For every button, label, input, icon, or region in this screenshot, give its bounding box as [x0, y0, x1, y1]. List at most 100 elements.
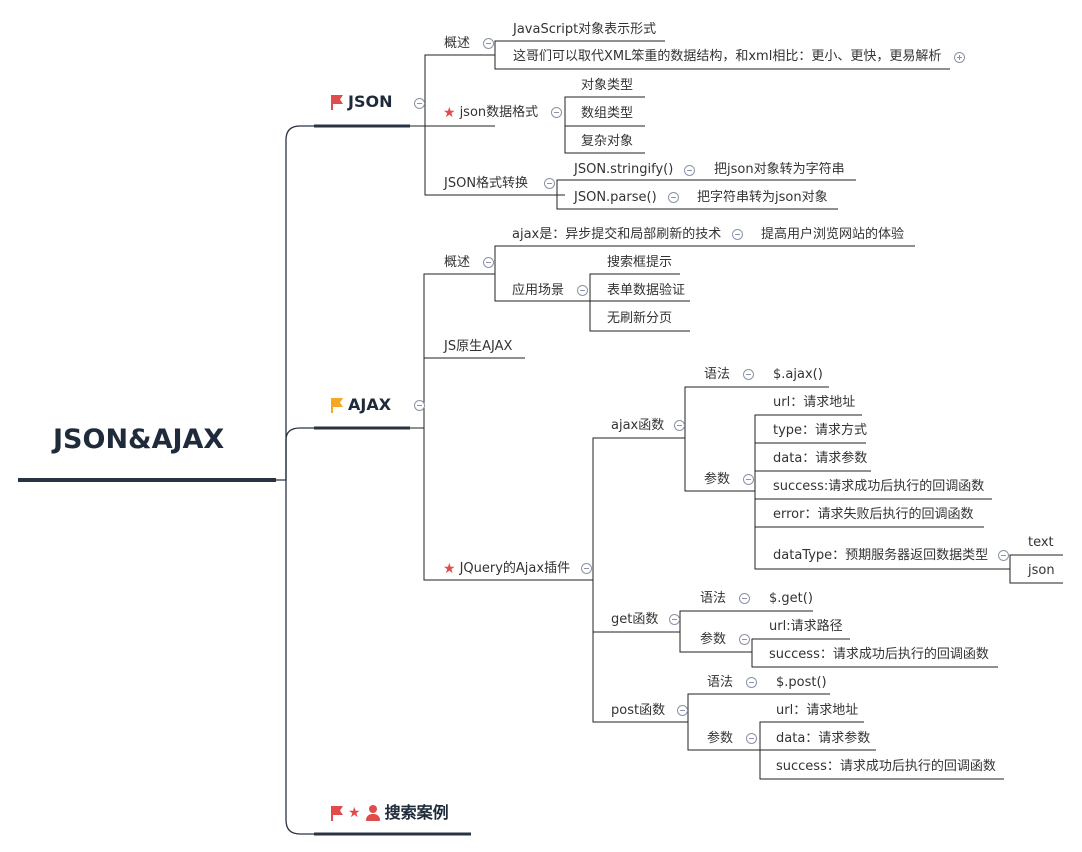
ajax-definition-note-label: 提高用户浏览网站的体验 — [761, 227, 905, 242]
post-params-label: 参数 — [707, 731, 734, 746]
collapse-icon[interactable] — [414, 400, 425, 411]
collapse-icon[interactable] — [483, 257, 494, 268]
json-overview-item-label: 这哥们可以取代XML笨重的数据结构，和xml相比：更小、更快，更易解析 — [513, 49, 942, 64]
ajax-param-item-label: success:请求成功后执行的回调函数 — [773, 479, 985, 494]
root-topic-label: JSON&AJAX — [53, 424, 225, 455]
ajax-overview[interactable]: 概述 — [444, 255, 470, 271]
post-params[interactable]: 参数 — [707, 731, 733, 747]
collapse-icon[interactable] — [732, 229, 743, 240]
collapse-icon[interactable] — [668, 192, 679, 203]
json-stringify-desc-label: 把json对象转为字符串 — [714, 162, 845, 177]
ajax-param-item-label: error：请求失败后执行的回调函数 — [773, 507, 974, 522]
post-syntax-value[interactable]: $.post() — [776, 675, 827, 691]
json-parse-desc[interactable]: 把字符串转为json对象 — [697, 190, 828, 206]
json-convert[interactable]: JSON格式转换 — [444, 176, 528, 192]
ajax-scenario-item[interactable]: 搜索框提示 — [607, 255, 672, 271]
json-format-item-label: 复杂对象 — [581, 134, 634, 149]
flag-icon — [330, 94, 344, 110]
post-param-item[interactable]: data：请求参数 — [776, 731, 870, 747]
get-params[interactable]: 参数 — [700, 632, 726, 648]
post-param-item[interactable]: url：请求地址 — [776, 703, 858, 719]
ajax-native-label: JS原生AJAX — [444, 339, 513, 354]
post-param-item[interactable]: success：请求成功后执行的回调函数 — [776, 759, 996, 775]
expand-icon[interactable] — [954, 52, 965, 63]
get-syntax-value[interactable]: $.get() — [769, 591, 813, 607]
ajax-native[interactable]: JS原生AJAX — [444, 339, 512, 355]
ajax-param-item[interactable]: dataType：预期服务器返回数据类型 — [773, 548, 988, 564]
ajax-definition-note[interactable]: 提高用户浏览网站的体验 — [761, 227, 904, 243]
ajax-function[interactable]: ajax函数 — [611, 418, 664, 434]
ajax-param-item[interactable]: error：请求失败后执行的回调函数 — [773, 507, 973, 523]
json-overview-item[interactable]: JavaScript对象表示形式 — [513, 22, 656, 38]
ajax-scenario-item[interactable]: 无刷新分页 — [607, 311, 672, 327]
json-topic[interactable]: JSON — [330, 92, 392, 112]
collapse-icon[interactable] — [998, 550, 1009, 561]
get-param-item[interactable]: url:请求路径 — [769, 619, 843, 635]
datatype-item-label: text — [1028, 535, 1054, 550]
collapse-icon[interactable] — [669, 614, 680, 625]
ajax-topic[interactable]: AJAX — [330, 395, 391, 415]
get-param-item[interactable]: success：请求成功后执行的回调函数 — [769, 647, 989, 663]
collapse-icon[interactable] — [739, 634, 750, 645]
ajax-param-item-label: type：请求方式 — [773, 423, 868, 438]
json-format-item[interactable]: 数组类型 — [581, 106, 633, 122]
collapse-icon[interactable] — [544, 178, 555, 189]
collapse-icon[interactable] — [551, 107, 562, 118]
collapse-icon[interactable] — [746, 733, 757, 744]
ajax-syntax-value[interactable]: $.ajax() — [773, 367, 823, 383]
collapse-icon[interactable] — [743, 369, 754, 380]
post-param-item-label: url：请求地址 — [776, 703, 859, 718]
collapse-icon[interactable] — [677, 705, 688, 716]
jquery-ajax-plugin-label: JQuery的Ajax插件 — [459, 561, 571, 576]
collapse-icon[interactable] — [483, 38, 494, 49]
ajax-param-item[interactable]: url：请求地址 — [773, 395, 855, 411]
get-syntax-value-label: $.get() — [769, 591, 813, 606]
collapse-icon[interactable] — [414, 98, 425, 109]
json-overview[interactable]: 概述 — [444, 36, 470, 52]
json-overview-item[interactable]: 这哥们可以取代XML笨重的数据结构，和xml相比：更小、更快，更易解析 — [513, 49, 941, 65]
ajax-param-item-label: data：请求参数 — [773, 451, 868, 466]
collapse-icon[interactable] — [739, 593, 750, 604]
post-function[interactable]: post函数 — [611, 703, 665, 719]
flag-icon — [330, 805, 344, 821]
root-topic[interactable]: JSON&AJAX — [53, 424, 224, 456]
ajax-scenarios[interactable]: 应用场景 — [512, 283, 564, 299]
collapse-icon[interactable] — [581, 563, 592, 574]
collapse-icon[interactable] — [743, 474, 754, 485]
get-syntax-label: 语法 — [700, 591, 727, 606]
collapse-icon[interactable] — [577, 285, 588, 296]
ajax-params[interactable]: 参数 — [704, 472, 730, 488]
ajax-param-item-label: url：请求地址 — [773, 395, 856, 410]
json-stringify-desc[interactable]: 把json对象转为字符串 — [714, 162, 845, 178]
collapse-icon[interactable] — [674, 420, 685, 431]
ajax-scenario-item-label: 无刷新分页 — [607, 311, 673, 326]
post-syntax[interactable]: 语法 — [707, 675, 733, 691]
ajax-param-item[interactable]: success:请求成功后执行的回调函数 — [773, 479, 984, 495]
json-format-item[interactable]: 对象类型 — [581, 78, 633, 94]
get-function[interactable]: get函数 — [611, 612, 658, 628]
collapse-icon[interactable] — [684, 165, 695, 176]
datatype-item[interactable]: json — [1028, 563, 1055, 579]
ajax-scenario-item[interactable]: 表单数据验证 — [607, 283, 685, 299]
ajax-syntax[interactable]: 语法 — [704, 367, 730, 383]
ajax-definition[interactable]: ajax是：异步提交和局部刷新的技术 — [512, 227, 721, 243]
post-param-item-label: data：请求参数 — [776, 731, 871, 746]
json-parse[interactable]: JSON.parse() — [574, 190, 657, 206]
get-syntax[interactable]: 语法 — [700, 591, 726, 607]
ajax-topic-label: AJAX — [348, 395, 392, 414]
ajax-scenario-item-label: 表单数据验证 — [607, 283, 686, 298]
ajax-syntax-label: 语法 — [704, 367, 731, 382]
ajax-param-item[interactable]: type：请求方式 — [773, 423, 867, 439]
jquery-ajax-plugin[interactable]: ★ JQuery的Ajax插件 — [443, 561, 570, 577]
search-case-topic[interactable]: ★ 搜索案例 — [330, 803, 449, 823]
json-parse-label: JSON.parse() — [574, 190, 657, 205]
ajax-param-item[interactable]: data：请求参数 — [773, 451, 867, 467]
json-format-item[interactable]: 复杂对象 — [581, 134, 633, 150]
post-param-item-label: success：请求成功后执行的回调函数 — [776, 759, 996, 774]
json-stringify[interactable]: JSON.stringify() — [574, 162, 673, 178]
collapse-icon[interactable] — [746, 677, 757, 688]
post-syntax-label: 语法 — [707, 675, 734, 690]
json-format[interactable]: ★ json数据格式 — [443, 105, 538, 121]
datatype-item[interactable]: text — [1028, 535, 1054, 551]
